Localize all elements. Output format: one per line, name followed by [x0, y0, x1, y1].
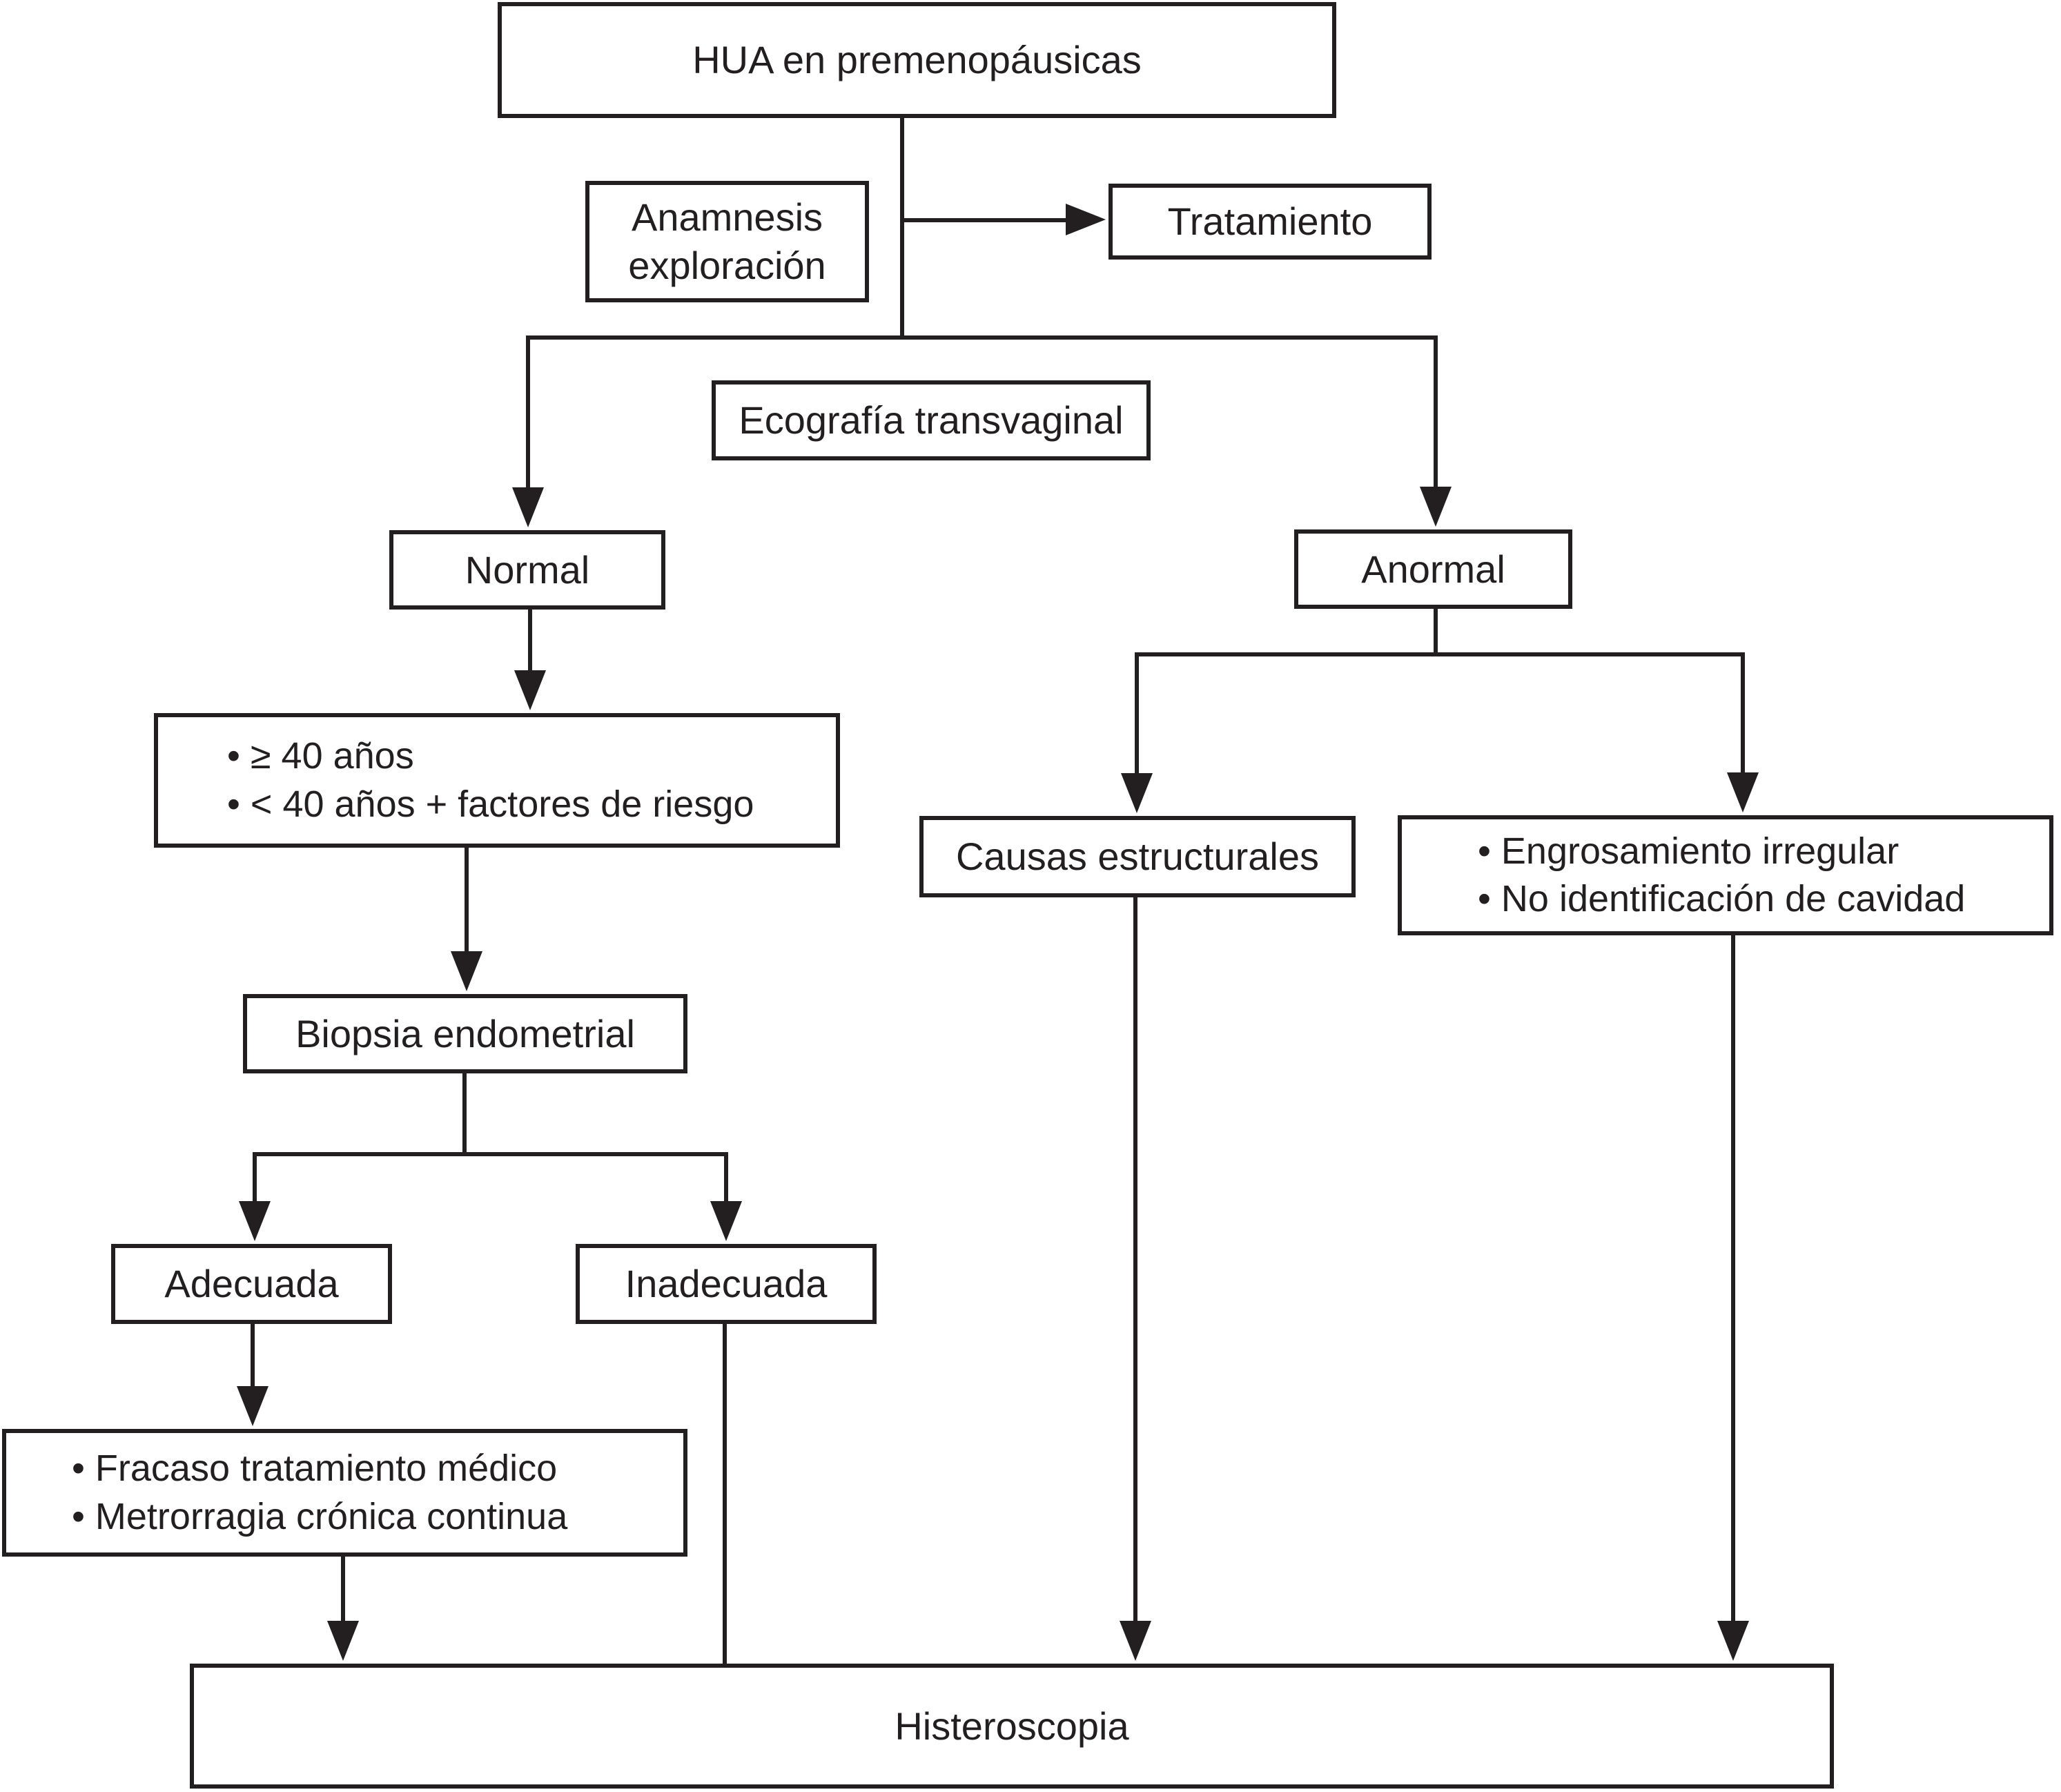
node-adecuada-label: Adecuada — [164, 1262, 339, 1305]
connector-split-anormal — [1135, 652, 1745, 656]
node-hua: HUA en premenopáusicas — [498, 2, 1336, 118]
connector-adecuada-to-indicaciones — [251, 1324, 255, 1386]
connector-hua-down — [900, 118, 904, 339]
arrowhead-right-tratamiento-icon — [1066, 204, 1106, 235]
arrowhead-down-hallazgos-icon — [1727, 772, 1759, 812]
node-anormal-label: Anormal — [1361, 547, 1505, 591]
connector-indicaciones-to-histeroscopia — [341, 1557, 345, 1621]
node-causas-label: Causas estructurales — [955, 835, 1319, 878]
node-normal: Normal — [389, 530, 665, 610]
connector-to-adecuada — [253, 1152, 257, 1201]
connector-split-ecografia — [526, 335, 1437, 340]
connector-hallazgos-to-histeroscopia — [1731, 935, 1735, 1621]
connector-inadecuada-to-histeroscopia — [723, 1324, 727, 1664]
connector-to-hallazgos — [1741, 652, 1745, 772]
node-ecografia-transvaginal: Ecografía transvaginal — [712, 380, 1151, 460]
node-anamnesis-line1: Anamnesis — [631, 195, 823, 239]
node-anamnesis-exploracion: Anamnesis exploración — [585, 181, 869, 302]
arrowhead-down-histeroscopia-mid-icon — [1120, 1621, 1151, 1661]
node-biopsia-endometrial: Biopsia endometrial — [243, 994, 687, 1073]
node-adecuada: Adecuada — [111, 1244, 392, 1324]
indicaciones-bullet-1: • Fracaso tratamiento médico — [72, 1448, 558, 1490]
arrowhead-down-criterios-icon — [514, 670, 546, 710]
node-indicaciones-tras-biopsia: • Fracaso tratamiento médico • Metrorrag… — [2, 1429, 687, 1557]
arrowhead-down-normal-icon — [512, 487, 544, 527]
node-normal-label: Normal — [465, 547, 590, 592]
node-tratamiento: Tratamiento — [1108, 184, 1432, 260]
connector-split-biopsia — [253, 1152, 728, 1156]
arrowhead-down-indicaciones-icon — [237, 1386, 268, 1426]
node-anormal: Anormal — [1294, 529, 1572, 609]
arrowhead-down-histeroscopia-right-icon — [1717, 1621, 1749, 1661]
node-hua-label: HUA en premenopáusicas — [692, 38, 1142, 81]
hallazgos-bullet-1: • Engrosamiento irregular — [1478, 830, 1899, 872]
connector-to-inadecuada — [724, 1152, 728, 1201]
connector-to-normal — [526, 335, 530, 487]
node-tratamiento-label: Tratamiento — [1167, 199, 1373, 243]
connector-biopsia-down — [462, 1073, 467, 1154]
node-biopsia-label: Biopsia endometrial — [295, 1011, 635, 1055]
node-criterios-edad: • ≥ 40 años • < 40 años + factores de ri… — [154, 713, 840, 848]
node-hallazgos-ecograficos: • Engrosamiento irregular • No identific… — [1398, 815, 2053, 935]
arrowhead-down-adecuada-icon — [239, 1201, 271, 1241]
connector-normal-to-criterios — [528, 610, 532, 670]
arrowhead-down-biopsia-icon — [451, 951, 482, 991]
arrowhead-down-histeroscopia-left-icon — [327, 1621, 359, 1661]
connector-causas-to-histeroscopia — [1133, 897, 1137, 1621]
node-ecografia-label: Ecografía transvaginal — [739, 398, 1124, 442]
node-causas-estructurales: Causas estructurales — [919, 816, 1356, 897]
arrowhead-down-anormal-icon — [1420, 487, 1452, 527]
node-histeroscopia-label: Histeroscopia — [895, 1704, 1129, 1748]
connector-to-anormal — [1434, 335, 1438, 487]
node-anamnesis-line2: exploración — [628, 244, 826, 287]
criterios-edad-bullet-1: • ≥ 40 años — [227, 735, 414, 777]
indicaciones-bullet-2: • Metrorragia crónica continua — [72, 1495, 568, 1537]
arrowhead-down-inadecuada-icon — [710, 1201, 742, 1241]
criterios-edad-bullet-2: • < 40 años + factores de riesgo — [227, 783, 754, 825]
node-histeroscopia: Histeroscopia — [190, 1664, 1834, 1789]
connector-anormal-down — [1434, 609, 1438, 654]
connector-to-tratamiento — [900, 218, 1066, 222]
arrowhead-down-causas-icon — [1121, 773, 1153, 813]
node-inadecuada-label: Inadecuada — [625, 1262, 828, 1305]
hallazgos-bullet-2: • No identificación de cavidad — [1478, 878, 1966, 919]
connector-criterios-to-biopsia — [465, 848, 469, 951]
node-inadecuada: Inadecuada — [576, 1244, 877, 1324]
connector-to-causas — [1135, 652, 1139, 773]
